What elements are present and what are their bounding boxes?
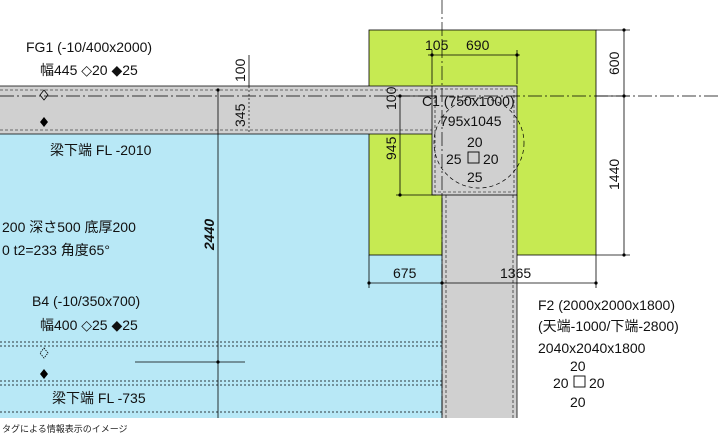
- slab-area[interactable]: [0, 134, 442, 418]
- filled-diamond-marker: [40, 369, 48, 379]
- beam-top-bottom-label: 梁下端 FL -2010: [50, 142, 152, 158]
- dim-105: 105: [425, 37, 449, 53]
- dim-100-beam: 100: [232, 58, 248, 82]
- hollow-diamond-marker: [39, 347, 49, 359]
- column-bar-right: 20: [483, 151, 499, 167]
- column-label[interactable]: C1 (750x1000): [422, 93, 515, 109]
- slab-info-line2: 0 t2=233 角度65°: [2, 242, 110, 258]
- f2-bar-bottom: 20: [570, 394, 586, 410]
- column-size: 795x1045: [440, 113, 502, 129]
- dim-1365: 1365: [500, 265, 531, 281]
- hollow-diamond-marker: [39, 89, 49, 101]
- dim-945: 945: [383, 136, 399, 160]
- column-bar-left: 25: [446, 151, 462, 167]
- column-bar-top: 20: [467, 134, 483, 150]
- b4-bars: 幅400 ◇25 ◆25: [40, 317, 138, 333]
- slab-info-line1[interactable]: 200 深さ500 底厚200: [2, 219, 136, 235]
- f2-bar-right: 20: [589, 375, 605, 391]
- dim-2440: 2440: [201, 219, 217, 251]
- caption-text: タグによる情報表示のイメージ: [2, 425, 128, 435]
- pile-circle: [433, 97, 525, 189]
- f2-levels: (天端-1000/下端-2800): [538, 318, 679, 334]
- dim-345: 345: [232, 103, 248, 127]
- structural-drawing-canvas: FG1 (-10/400x2000) 幅445 ◇20 ◆25 梁下端 FL -…: [0, 0, 718, 418]
- f2-bar-left: 20: [553, 375, 569, 391]
- fg1-title[interactable]: FG1 (-10/400x2000): [26, 39, 152, 55]
- dim-100-column: 100: [383, 86, 399, 110]
- beam-bottom-bottom-label: 梁下端 FL -735: [52, 390, 146, 406]
- dim-600: 600: [606, 51, 622, 75]
- f2-size: 2040x2040x1800: [538, 340, 646, 356]
- f2-bar-box: [573, 375, 586, 388]
- dim-675: 675: [393, 265, 417, 281]
- caption-bar: タグによる情報表示のイメージ: [0, 418, 718, 448]
- column-bar-box: [467, 151, 480, 164]
- column-c1[interactable]: [431, 85, 518, 196]
- column-bar-bottom: 25: [467, 169, 483, 185]
- f2-bar-top: 20: [570, 358, 586, 374]
- b4-title[interactable]: B4 (-10/350x700): [32, 293, 140, 309]
- beam-fg1[interactable]: [0, 86, 432, 134]
- dim-690: 690: [466, 37, 490, 53]
- f2-title[interactable]: F2 (2000x2000x1800): [538, 297, 675, 313]
- filled-diamond-marker: [40, 117, 48, 127]
- dim-1440: 1440: [606, 159, 622, 190]
- fg1-bars: 幅445 ◇20 ◆25: [40, 62, 138, 78]
